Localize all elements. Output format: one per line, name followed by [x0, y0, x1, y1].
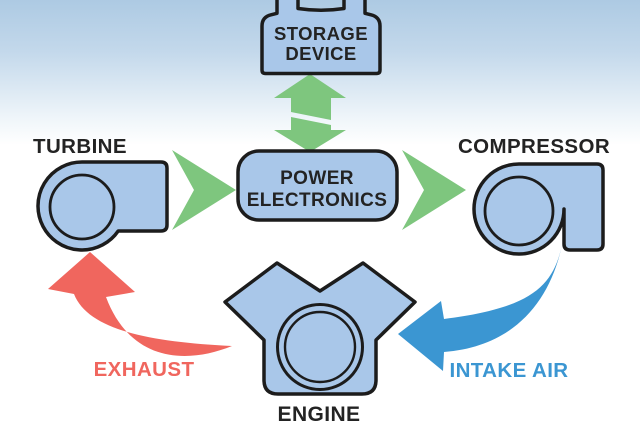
engine-crankcase-inner-ring: [283, 310, 357, 384]
turbine-wheel-ring: [48, 173, 116, 241]
power-electronics-node: [236, 149, 399, 222]
intake-air-flow-arrow: [398, 245, 562, 371]
exhaust-flow-arrow: [48, 252, 232, 356]
storage-discharge-arrow-down: [274, 117, 346, 152]
turbine-to-power-electronics-arrow: [172, 150, 236, 230]
engine-crankcase-outer-ring: [276, 303, 364, 391]
engine-label: ENGINE: [278, 403, 361, 426]
compressor-node: [472, 162, 605, 256]
engine-node: [223, 261, 417, 396]
power-electronics-label-line1: POWER: [280, 168, 354, 189]
storage-device-node: [260, 0, 382, 76]
turbine-label: TURBINE: [33, 135, 127, 158]
exhaust-label: EXHAUST: [94, 358, 195, 381]
intake-air-label: INTAKE AIR: [449, 359, 568, 382]
compressor-wheel-ring: [483, 175, 555, 247]
turbine-node: [36, 160, 169, 252]
compressor-label: COMPRESSOR: [458, 135, 610, 158]
storage-device-label-line1: STORAGE: [274, 23, 368, 44]
power-electronics-label-line2: ELECTRONICS: [247, 190, 388, 211]
power-electronics-to-compressor-arrow: [402, 150, 466, 230]
storage-device-label-line2: DEVICE: [285, 43, 356, 64]
storage-charge-arrow-up: [274, 74, 346, 120]
